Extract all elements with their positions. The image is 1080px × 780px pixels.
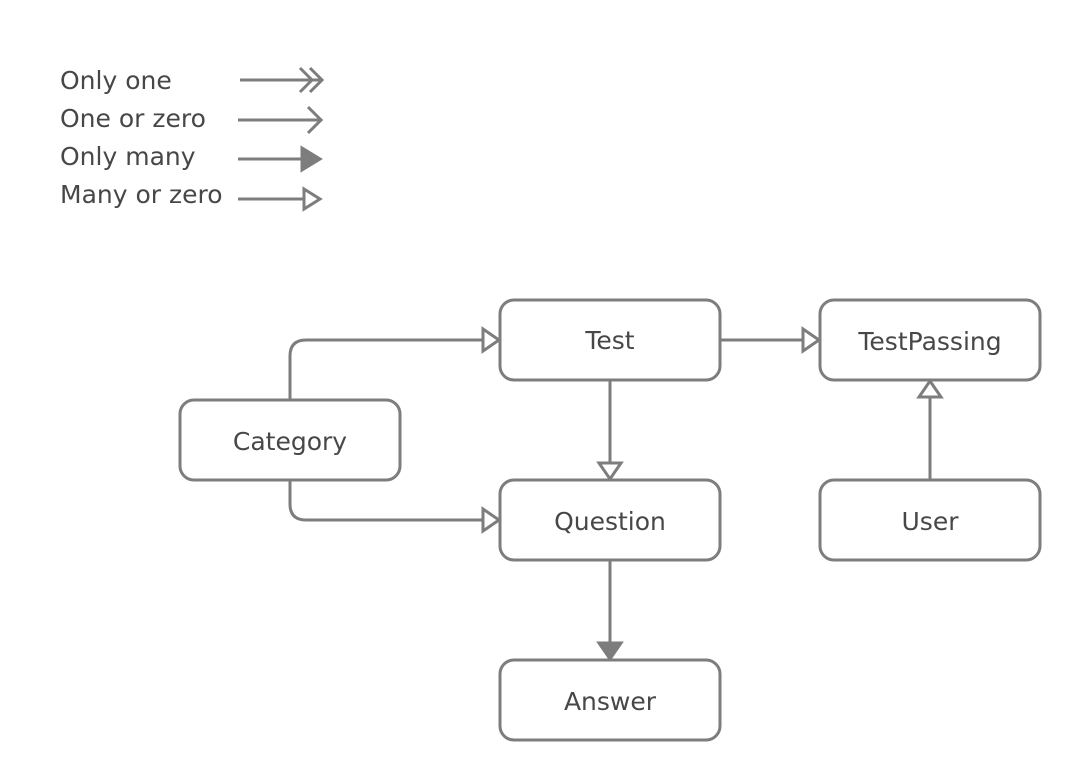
edge-category-test (288, 326, 502, 400)
legend-label-only-many: Only many (60, 142, 196, 171)
node-category-label: Category (233, 427, 347, 456)
node-test[interactable]: Test (498, 298, 722, 382)
edge-test-testpassing (720, 326, 822, 354)
node-user-label: User (902, 507, 960, 536)
node-answer-box (498, 658, 722, 742)
node-question[interactable]: Question (498, 478, 722, 562)
edges (288, 326, 944, 662)
legend-arrow-many-or-zero (238, 186, 323, 212)
legend: Only one One or zero Only many Many or z… (60, 66, 325, 212)
node-question-box (498, 478, 722, 562)
legend-arrow-one-or-zero (238, 105, 324, 135)
legend-arrow-only-many (238, 145, 323, 173)
node-testpassing-box (818, 298, 1042, 382)
node-user-box (818, 478, 1042, 562)
edge-question-answer (596, 560, 624, 662)
edge-user-testpassing (916, 378, 944, 480)
node-test-box (498, 298, 722, 382)
node-answer[interactable]: Answer (498, 658, 722, 742)
legend-arrow-only-one (240, 66, 325, 94)
node-category[interactable]: Category (178, 398, 402, 482)
node-answer-label: Answer (564, 687, 657, 716)
edge-test-question (596, 380, 624, 482)
edge-category-question (288, 480, 502, 534)
node-category-box (178, 398, 402, 482)
legend-label-only-one: Only one (60, 66, 172, 95)
legend-label-many-or-zero: Many or zero (60, 180, 223, 209)
legend-label-one-or-zero: One or zero (60, 104, 206, 133)
node-question-label: Question (554, 507, 666, 536)
node-test-label: Test (584, 326, 634, 355)
node-user[interactable]: User (818, 478, 1042, 562)
node-testpassing-label: TestPassing (857, 327, 1001, 356)
node-testpassing[interactable]: TestPassing (818, 298, 1042, 382)
